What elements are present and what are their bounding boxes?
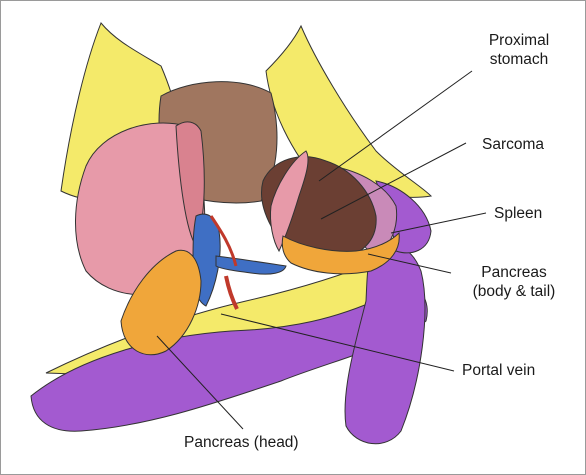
red-vessel-2 — [224, 275, 239, 310]
leader-line-pancreas-body-tail — [367, 253, 452, 274]
pancreas-body-tail-shape — [281, 231, 400, 275]
label-pancreas-body-tail-line1: Pancreas — [481, 264, 547, 281]
leader-line-portal-vein — [220, 313, 455, 372]
label-sarcoma: Sarcoma — [482, 136, 545, 153]
bowel-bottom — [30, 287, 428, 432]
label-pancreas-head: Pancreas (head) — [184, 434, 299, 451]
portal-vein-branch — [215, 255, 287, 275]
leader-line-pancreas-head — [156, 335, 244, 430]
pink-strip — [270, 150, 309, 253]
leader-line-proximal-stomach — [318, 70, 473, 182]
leader-line-spleen — [390, 212, 487, 234]
label-proximal-stomach: Proximal stomach — [463, 31, 575, 69]
pancreas-head-shape — [120, 249, 202, 356]
label-pancreas-body-tail-line2: (body & tail) — [472, 283, 556, 300]
label-proximal-stomach-line2: stomach — [489, 51, 549, 68]
label-spleen: Spleen — [494, 205, 543, 222]
label-proximal-stomach-line1: Proximal — [488, 32, 550, 49]
label-pancreas-body-tail: Pancreas (body & tail) — [455, 263, 573, 301]
leader-line-sarcoma — [320, 142, 467, 220]
bowel-right-loop — [344, 244, 426, 445]
red-vessel — [209, 215, 238, 267]
label-portal-vein: Portal vein — [462, 362, 536, 379]
